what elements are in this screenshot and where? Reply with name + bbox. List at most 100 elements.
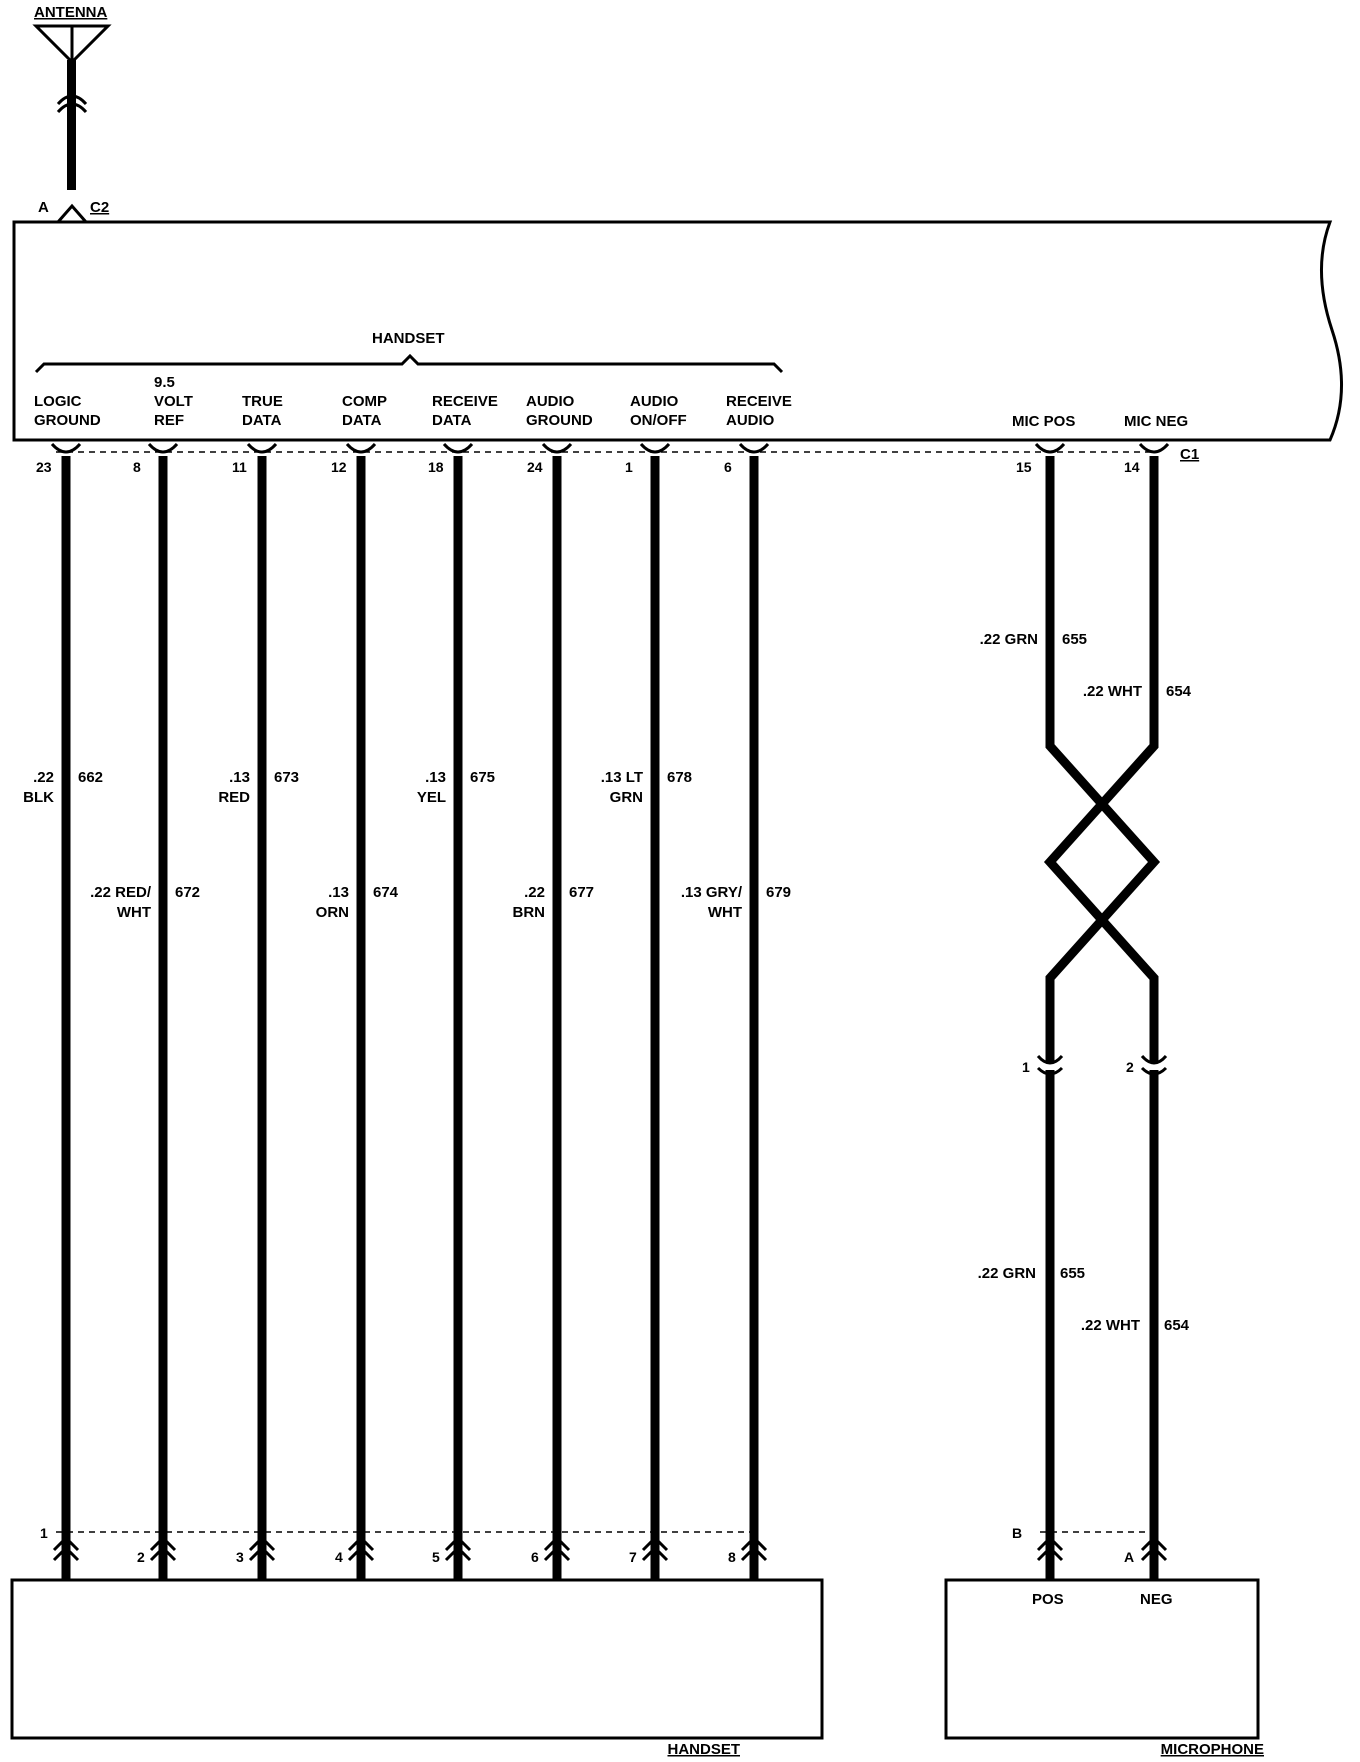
mic-neg-inline-connector [1140,1054,1168,1076]
circuit-function-label: DATA [432,412,472,429]
handset-end-connector [149,1535,177,1562]
cellular-module-body [12,220,1344,442]
mic-pos-label: MIC POS [1012,413,1075,430]
wire-circuit-number: 674 [373,884,399,901]
wire-color-label: BRN [513,904,546,921]
handset-end-pin: 7 [629,1549,637,1565]
circuit-function-label: 9.5 [154,374,175,391]
microphone-component-label: MICROPHONE [1161,1741,1264,1758]
circuit-function-label: TRUE [242,393,283,410]
circuit-function-label: LOGIC [34,393,82,410]
circuit-function-label: GROUND [34,412,101,429]
handset-end-connector [52,1535,80,1562]
antenna-c2-connector [56,203,88,223]
handset-end-connector [543,1535,571,1562]
mic-neg-end-connector [1140,1535,1168,1562]
circuit-function-label: GROUND [526,412,593,429]
antenna-inline-connector [56,94,88,114]
microphone-neg-terminal: NEG [1140,1591,1173,1608]
wire-color-label: YEL [417,789,446,806]
handset-wire [749,456,759,1580]
mic-neg-gauge-lower: .22 WHT [1081,1317,1140,1334]
c1-pin-number: 1 [625,459,633,475]
mic-pos-gauge-lower: .22 GRN [978,1265,1036,1282]
mic-pos-gauge-upper: .22 GRN [980,631,1038,648]
handset-wire [552,456,562,1580]
handset-end-connector [740,1535,768,1562]
circuit-function-label: DATA [342,412,382,429]
handset-end-connector [641,1535,669,1562]
microphone-pos-terminal: POS [1032,1591,1064,1608]
wire-color-label: WHT [708,904,742,921]
wire-gauge-label: .13 LT [601,769,643,786]
c1-pin-number: 18 [428,459,444,475]
circuit-function-label: AUDIO [630,393,679,410]
mic-pos-inline-connector [1036,1054,1064,1076]
mic-pos-inline-pin: 1 [1022,1059,1030,1075]
handset-end-pin: 5 [432,1549,440,1565]
circuit-function-label: AUDIO [526,393,575,410]
wire-gauge-label: .13 [229,769,250,786]
mic-neg-c1-connector [1138,442,1170,454]
mic-pos-end-pin: B [1012,1525,1022,1541]
wire-gauge-label: .22 [33,769,54,786]
wire-gauge-label: .22 RED/ [90,884,152,901]
c1-connector-mark [541,442,573,454]
handset-end-pin: 2 [137,1549,145,1565]
handset-end-pin: 4 [335,1549,343,1565]
mic-neg-gauge-upper: .22 WHT [1083,683,1142,700]
mic-pos-end-connector [1036,1535,1064,1562]
mic-neg-pin: 14 [1124,459,1140,475]
handset-wire [356,456,366,1580]
mic-pos-wire [1045,456,1161,1062]
mic-pos-circuit-lower: 655 [1060,1265,1085,1282]
wire-circuit-number: 677 [569,884,594,901]
circuit-function-label: RECEIVE [726,393,792,410]
wire-gauge-label: .13 [425,769,446,786]
mic-pos-circuit-upper: 655 [1062,631,1087,648]
handset-end-pin: 6 [531,1549,539,1565]
antenna-wire [67,60,76,190]
mic-neg-end-pin: A [1124,1549,1134,1565]
mic-neg-circuit-upper: 654 [1166,683,1192,700]
mic-neg-label: MIC NEG [1124,413,1188,430]
handset-wire [650,456,660,1580]
handset-end-pin: 3 [236,1549,244,1565]
c1-connector-mark [345,442,377,454]
c1-connector-mark [442,442,474,454]
c1-pin-number: 8 [133,459,141,475]
mic-neg-circuit-lower: 654 [1164,1317,1190,1334]
handset-group-bracket [34,353,784,374]
c1-pin-number: 6 [724,459,732,475]
wire-circuit-number: 672 [175,884,200,901]
c1-pin-number: 24 [527,459,543,475]
c1-connector-mark [246,442,278,454]
microphone-circuits: MIC POS MIC NEG 15 14 .22 GRN 655 .22 WH… [978,413,1192,1580]
handset-end-pin: 8 [728,1549,736,1565]
c1-connector-mark [639,442,671,454]
c1-pin-number: 23 [36,459,52,475]
handset-end-connector [347,1535,375,1562]
wire-circuit-number: 679 [766,884,791,901]
circuit-function-label: DATA [242,412,282,429]
c1-connector-mark [738,442,770,454]
handset-wire [453,456,463,1580]
c1-connector-mark [50,442,82,454]
wire-circuit-number: 675 [470,769,495,786]
wire-color-label: GRN [610,789,643,806]
handset-end-connector [248,1535,276,1562]
wire-circuit-number: 673 [274,769,299,786]
handset-end-pin: 1 [40,1525,48,1541]
circuit-function-label: AUDIO [726,412,775,429]
antenna-connector-label: C2 [90,199,109,216]
mic-neg-inline-pin: 2 [1126,1059,1134,1075]
mic-neg-wire [1043,456,1159,1062]
circuit-function-label: REF [154,412,184,429]
connector-c1-label: C1 [1180,446,1199,463]
wire-circuit-number: 662 [78,769,103,786]
antenna-label: ANTENNA [34,4,107,21]
mic-pos-c1-connector [1034,442,1066,454]
microphone-component-box [944,1578,1260,1740]
